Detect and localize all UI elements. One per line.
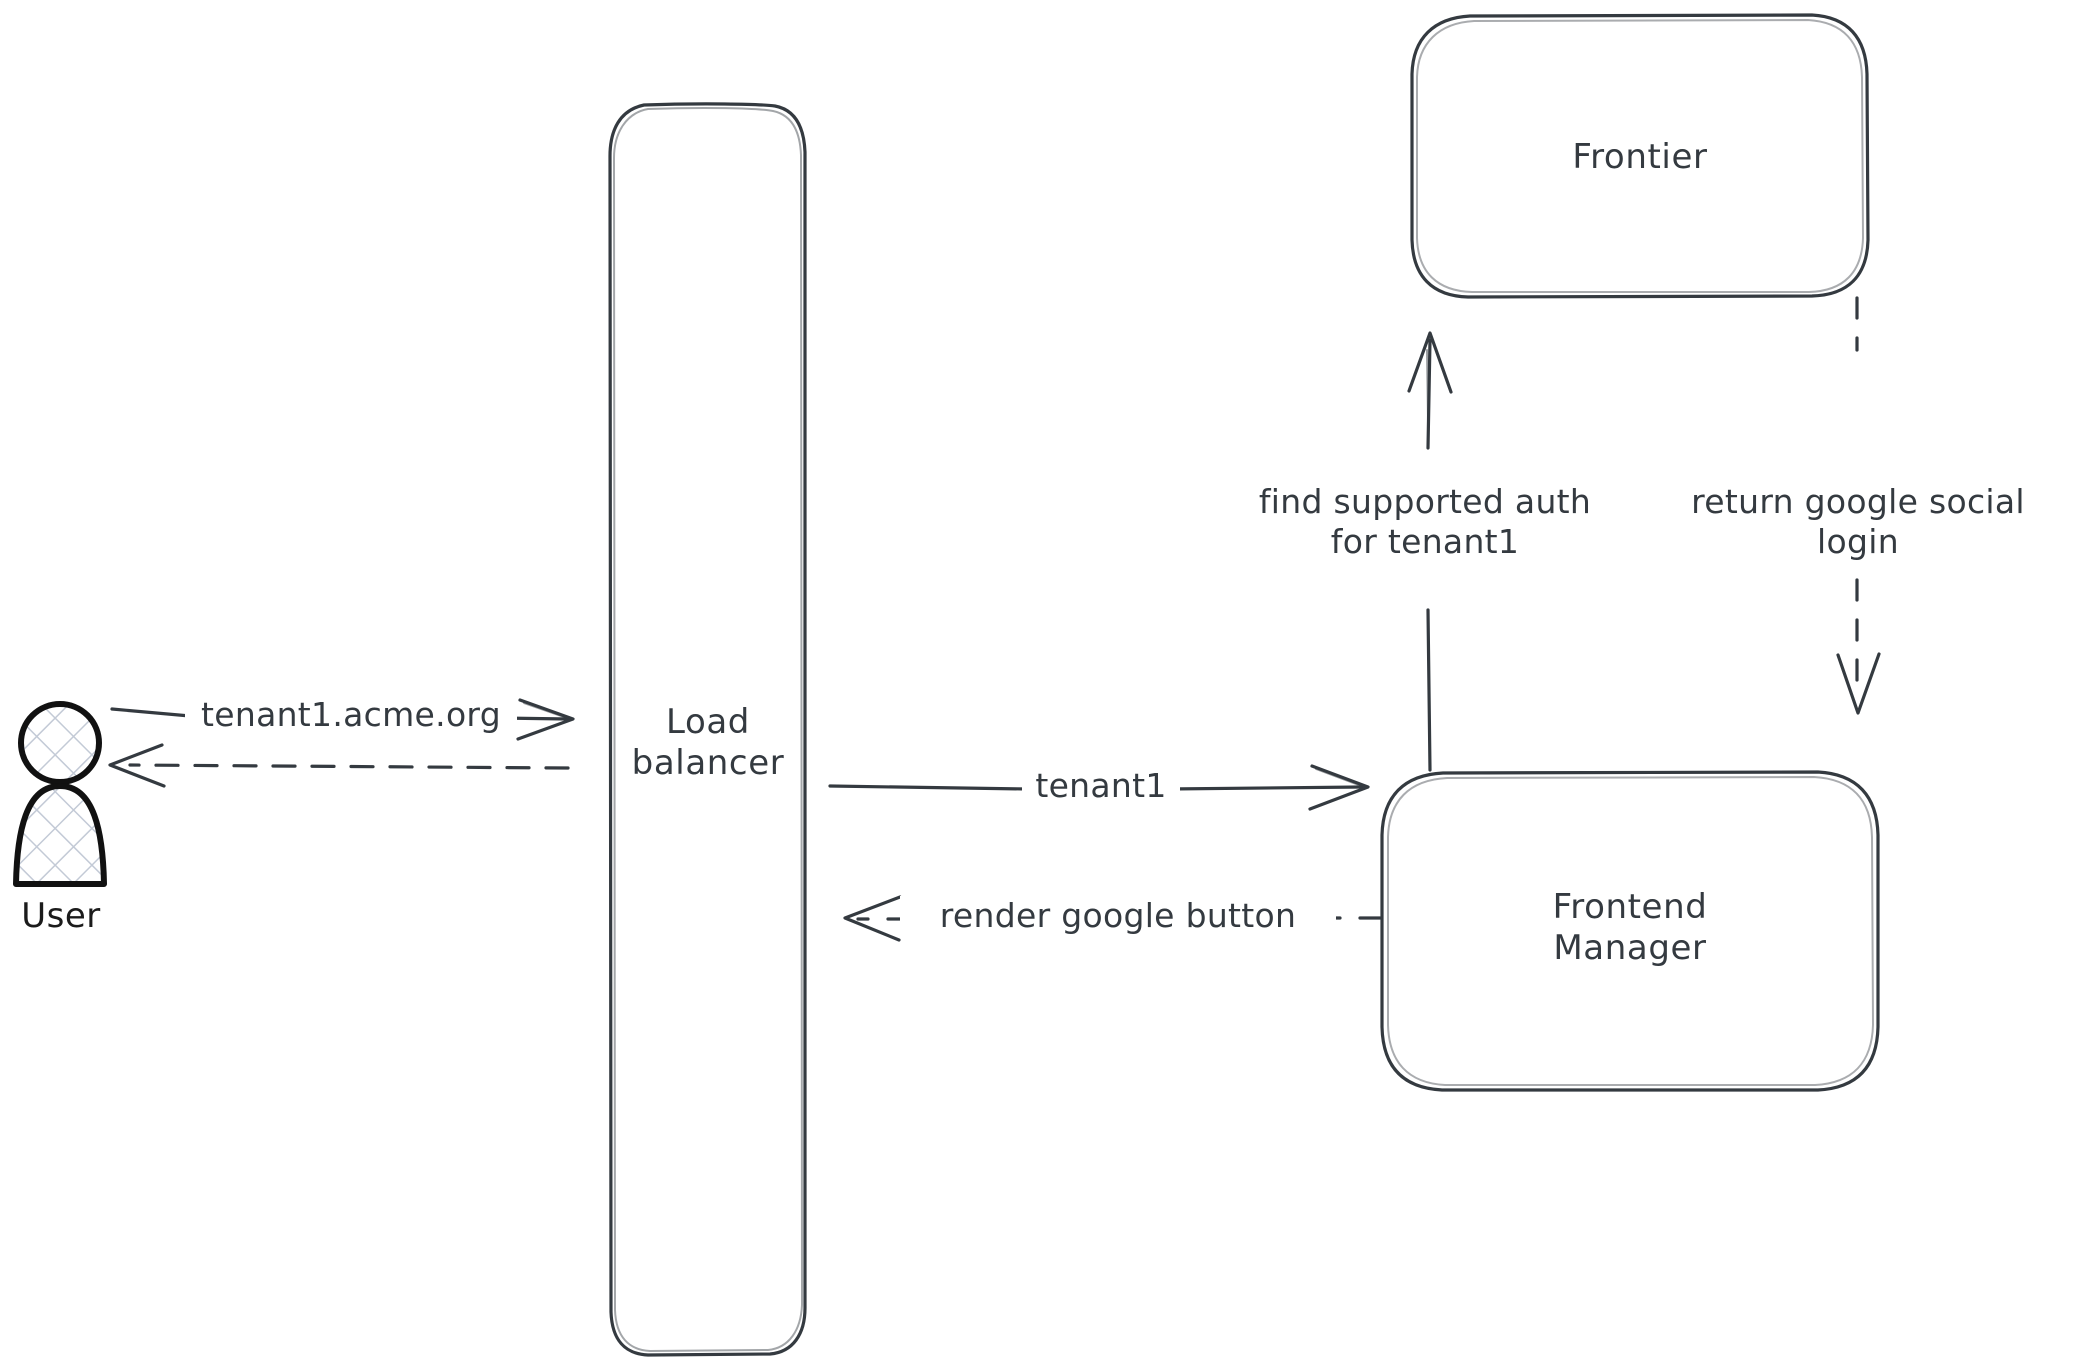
load-balancer-shape [608, 102, 807, 1357]
edge-fm-to-frontier [1407, 331, 1453, 772]
user-actor-shape [13, 701, 107, 887]
edge-fm-to-lb [843, 895, 1382, 942]
edge-frontier-to-fm [1836, 296, 1881, 715]
edge-lb-to-user [108, 743, 570, 788]
frontier-shape [1410, 13, 1870, 299]
frontend-manager-shape [1380, 770, 1880, 1092]
user-actor-label: User [21, 896, 101, 936]
edge-user-to-lb [110, 698, 575, 741]
edge-lb-to-fm [828, 764, 1370, 811]
